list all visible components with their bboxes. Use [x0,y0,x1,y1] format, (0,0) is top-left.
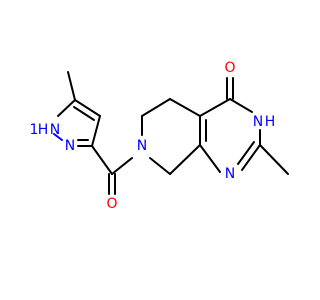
bond-n7-camide [111,157,133,175]
bond-c8-c8a [169,144,201,175]
background-mask [0,0,300,300]
bond-c2-n1 [241,144,261,171]
oxygen-carbonyl-label: O [224,60,235,76]
oxygen-amide-label: O [106,196,117,212]
nitrogen-piperidine-label: N [137,138,147,154]
bond-n1-n2 [53,133,63,141]
digit-one-label: 1 [30,122,39,138]
molecule-structure: O N H N N O 1 H N N [0,0,300,300]
nitrogen-pyrazole-nh-label: N [50,122,60,138]
nitrogen-pyrimidine-label: N [225,166,235,182]
bond-c4a-c4 [199,98,231,117]
bond-c2-methyl [259,144,289,175]
hydrogen-nh-label: H [265,114,276,130]
hydrogen-pyrazole-label: H [38,122,49,138]
structure-lines [0,0,300,300]
bond-c4-c5-double [73,106,95,121]
bond-c5-c6 [141,98,171,117]
bond-c4a-c5 [169,98,201,117]
bond-camide-c3 [91,145,113,175]
bond-c4-n3 [229,98,253,113]
bond-n7-c8 [149,157,171,175]
bond-c4-c5 [74,99,101,117]
bond-c2-n1-double [237,141,255,165]
atom-labels: O N H N N O 1 H N N [30,60,276,212]
nitrogen-pyrazole-label: N [65,138,75,154]
bond-c3-c4 [91,115,101,147]
bond-n1-c8a [199,144,221,173]
bond-c5-methyl [67,71,76,101]
bond-c5-n1 [57,99,76,117]
nitrogen-nh-label: N [253,114,263,130]
